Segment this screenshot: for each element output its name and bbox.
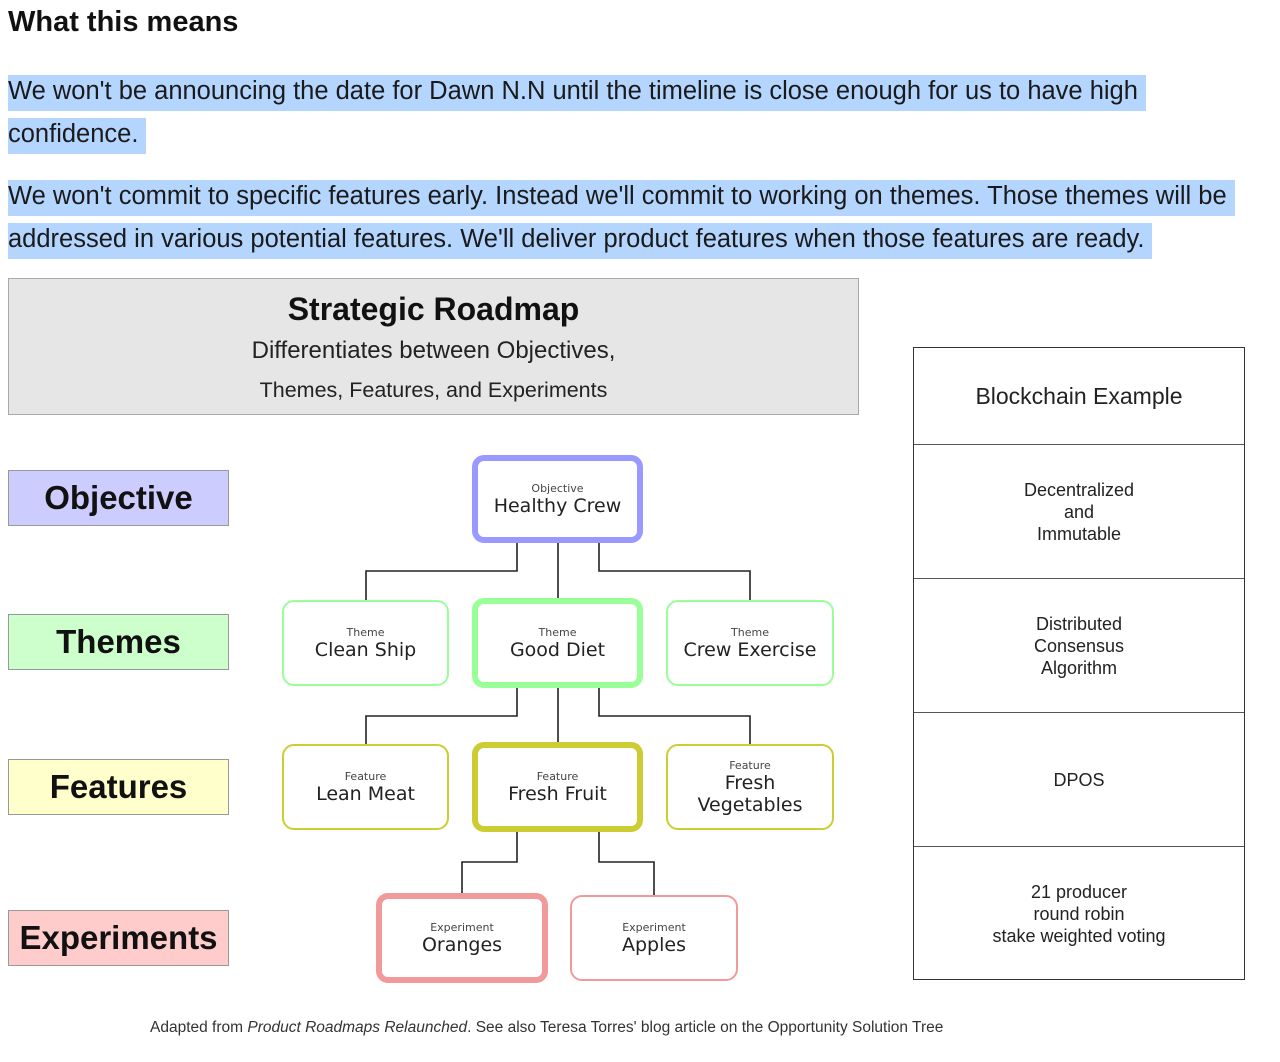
paragraph-themes: We won't commit to specific features ear…	[8, 175, 1268, 261]
connector-diet-fresh-vegetables	[598, 688, 751, 744]
node-name: Lean Meat	[316, 782, 415, 805]
node-theme-crew-exercise: Theme Crew Exercise	[666, 600, 834, 686]
paragraph-text: We won't commit to specific features ear…	[8, 180, 1235, 259]
node-name: Fresh Fruit	[508, 782, 607, 805]
diagram-caption: Adapted from Product Roadmaps Relaunched…	[150, 1019, 943, 1037]
node-theme-clean-ship: Theme Clean Ship	[282, 600, 449, 686]
paragraph-text: We won't be announcing the date for Dawn…	[8, 75, 1146, 154]
blockchain-example-table: Blockchain Example Decentralized and Imm…	[913, 347, 1245, 980]
connector-fruit-oranges	[461, 832, 518, 893]
node-name: Apples	[622, 933, 686, 956]
node-kind: Theme	[731, 625, 769, 639]
paragraph-release-date: We won't be announcing the date for Dawn…	[8, 70, 1258, 156]
node-kind: Experiment	[430, 920, 494, 934]
node-feature-fresh-fruit: Feature Fresh Fruit	[472, 742, 643, 832]
node-feature-lean-meat: Feature Lean Meat	[282, 744, 449, 830]
level-label-features: Features	[8, 759, 229, 815]
node-theme-good-diet: Theme Good Diet	[472, 598, 643, 688]
roadmap-subtitle-line2: Themes, Features, and Experiments	[259, 378, 608, 402]
caption-book-title: Product Roadmaps Relaunched	[247, 1019, 468, 1036]
caption-prefix: Adapted from	[150, 1019, 248, 1036]
node-experiment-apples: Experiment Apples	[570, 895, 738, 981]
node-kind: Feature	[729, 758, 771, 772]
caption-suffix: . See also Teresa Torres' blog article o…	[467, 1019, 944, 1036]
section-heading: What this means	[8, 6, 239, 38]
connector-fruit-apples	[598, 832, 655, 895]
blockchain-example-feature-cell: DPOS	[914, 712, 1244, 846]
node-kind: Theme	[538, 625, 577, 639]
node-objective-healthy-crew: Objective Healthy Crew	[472, 455, 643, 543]
node-name: Healthy Crew	[493, 494, 622, 517]
roadmap-title: Strategic Roadmap	[287, 291, 580, 327]
blockchain-example-objective-cell: Decentralized and Immutable	[914, 444, 1244, 578]
blockchain-example-title: Blockchain Example	[975, 382, 1183, 409]
node-kind: Feature	[536, 769, 579, 783]
node-name: Good Diet	[509, 638, 606, 661]
roadmap-title-box: Strategic Roadmap Differentiates between…	[8, 278, 859, 415]
blockchain-example-theme-cell: Distributed Consensus Algorithm	[914, 578, 1244, 712]
level-label-experiments: Experiments	[8, 910, 229, 966]
node-kind: Theme	[346, 625, 385, 639]
node-kind: Feature	[344, 769, 387, 783]
connector-objective-crew-exercise	[598, 543, 751, 600]
roadmap-subtitle-line1: Differentiates between Objectives,	[251, 337, 616, 364]
blockchain-example-experiment-cell: 21 producer round robin stake weighted v…	[914, 846, 1244, 980]
node-feature-fresh-vegetables: Feature Fresh Vegetables	[666, 744, 834, 830]
level-label-objective: Objective	[8, 470, 229, 526]
node-name: Crew Exercise	[683, 638, 817, 661]
node-kind: Experiment	[622, 920, 686, 934]
node-experiment-oranges: Experiment Oranges	[376, 893, 548, 983]
level-label-themes: Themes	[8, 614, 229, 670]
node-name: Fresh Vegetables	[697, 771, 803, 816]
node-name: Clean Ship	[314, 638, 417, 661]
connector-objective-clean-ship	[365, 543, 518, 600]
connector-diet-lean-meat	[365, 688, 518, 744]
node-name: Oranges	[421, 933, 503, 956]
node-kind: Objective	[531, 481, 584, 495]
